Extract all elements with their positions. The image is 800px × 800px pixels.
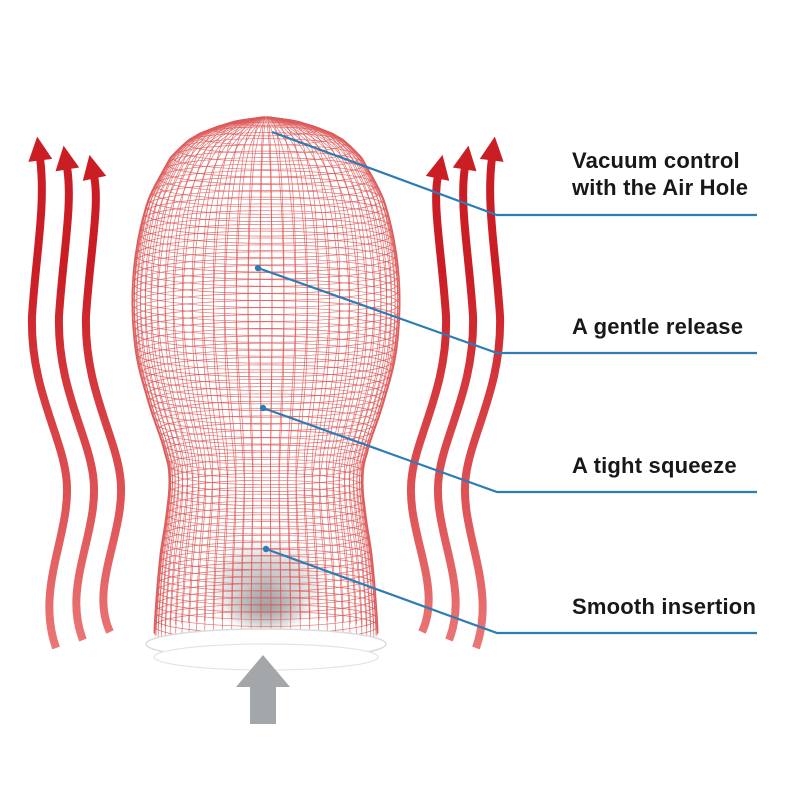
airflow-arrows xyxy=(27,136,505,650)
label-smooth-insertion: Smooth insertion xyxy=(572,594,757,619)
annotation-connectors xyxy=(254,130,757,635)
label-tight-squeeze: A tight squeeze xyxy=(572,453,737,478)
insertion-arrow xyxy=(236,655,290,724)
label-text-line: Vacuum control xyxy=(572,148,740,173)
label-text-line: with the Air Hole xyxy=(572,175,749,200)
cup-mesh xyxy=(131,116,401,648)
label-vacuum-control: Vacuum control with the Air Hole xyxy=(572,147,748,201)
cup-base xyxy=(145,628,387,671)
label-gentle-release: A gentle release xyxy=(572,314,744,339)
